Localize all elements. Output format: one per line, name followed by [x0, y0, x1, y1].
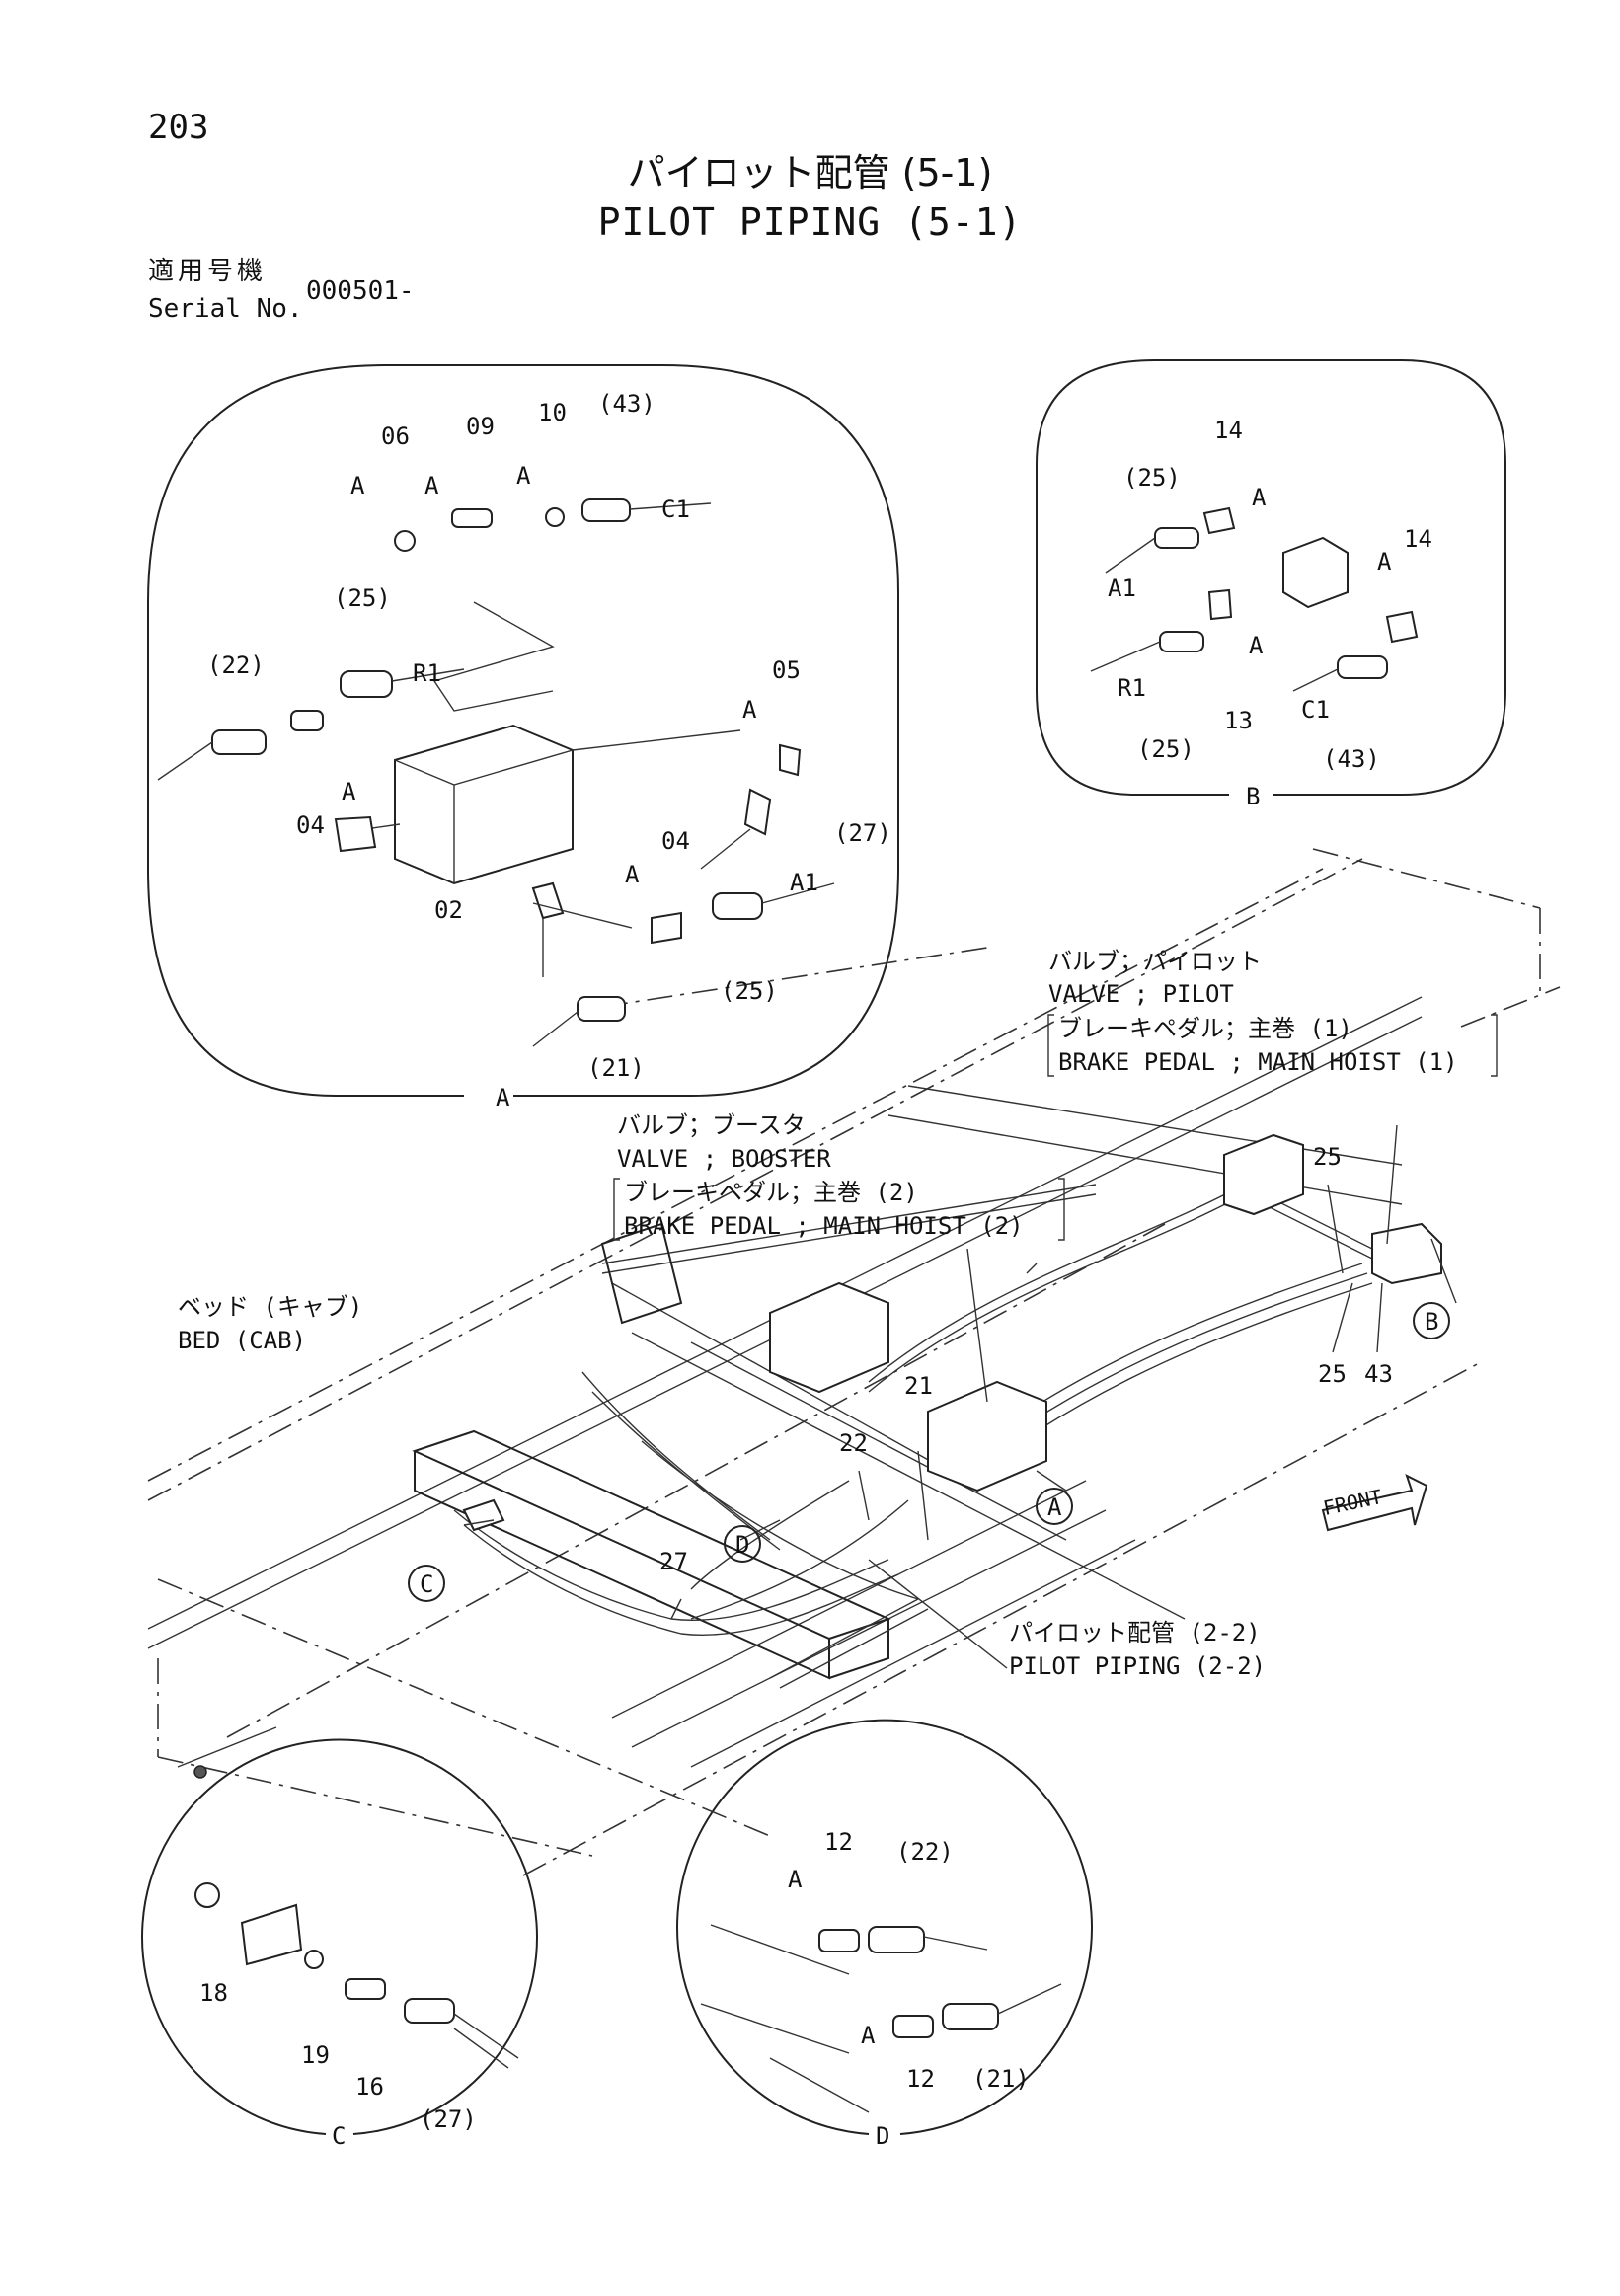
callout-b-a2: A: [1377, 548, 1392, 575]
detail-d-parts: [700, 1924, 1062, 2113]
detail-a-label: A: [496, 1084, 510, 1111]
callout-c-27: (27): [420, 2105, 477, 2133]
part-number-43: 43: [1364, 1360, 1393, 1388]
callout-a-09: 09: [466, 413, 495, 440]
callout-d-21: (21): [972, 2065, 1030, 2093]
brake-pedal-2-label-jp: ブレーキペダル；主巻 (2): [624, 1179, 918, 1206]
detail-c-parts: [194, 1882, 519, 2069]
callout-a-43: (43): [598, 390, 656, 418]
callout-d-12-top: 12: [824, 1828, 853, 1856]
callout-a-22: (22): [207, 651, 265, 679]
bed-label-jp: ベッド (キャブ): [178, 1293, 363, 1321]
bed-frame: [147, 848, 1561, 1876]
callout-c-19: 19: [301, 2041, 330, 2069]
callout-a-21: (21): [587, 1054, 645, 1082]
callout-a-27: (27): [834, 819, 891, 847]
serial-number-value: 000501-: [306, 276, 415, 306]
callout-b-43: (43): [1323, 745, 1380, 773]
callout-a-25-top: (25): [334, 584, 391, 612]
part-number-25-lower: 25: [1318, 1360, 1347, 1388]
callout-a-a1-label: A1: [790, 869, 818, 896]
valve-booster-label-jp: バルブ；ブースタ: [617, 1111, 806, 1139]
detail-d-frame: [676, 1719, 1093, 2135]
callout-b-25-bottom: (25): [1137, 735, 1195, 763]
bed-label-en: BED (CAB): [178, 1327, 307, 1354]
callout-b-c1: C1: [1301, 696, 1330, 724]
brake-pedal-1-label-en: BRAKE PEDAL ; MAIN HOIST (1): [1058, 1048, 1458, 1076]
serial-label-english: Serial No.: [148, 294, 303, 324]
callout-a-06: 06: [381, 422, 410, 450]
callout-d-22: (22): [896, 1838, 954, 1866]
callout-b-14-right: 14: [1404, 525, 1432, 553]
valve-pilot-label-jp: バルブ；パイロット: [1048, 948, 1262, 975]
callout-d-a1: A: [788, 1866, 803, 1893]
callout-b-r1: R1: [1118, 674, 1146, 702]
callout-a-r1: R1: [413, 659, 441, 687]
leader-lines: [463, 1124, 1457, 1669]
callout-a-25-bottom: (25): [721, 977, 778, 1005]
callout-a-10: 10: [538, 399, 567, 426]
part-number-22: 22: [839, 1429, 868, 1457]
circle-ref-b: B: [1425, 1308, 1439, 1336]
callout-a-02: 02: [434, 896, 463, 924]
page-title-english: PILOT PIPING (5-1): [597, 200, 1023, 244]
callout-d-12-bottom: 12: [906, 2065, 935, 2093]
callout-circle-a: [1036, 1488, 1073, 1525]
callout-a-a5: A: [342, 778, 356, 805]
detail-d-label: D: [876, 2122, 890, 2150]
cross-beam: [412, 1222, 891, 1680]
part-number-27: 27: [659, 1548, 688, 1575]
callout-circle-d: [724, 1525, 761, 1563]
detail-b-label: B: [1246, 783, 1261, 810]
detail-a-parts: [157, 498, 835, 1047]
detail-c-label: C: [332, 2122, 347, 2150]
part-number-21: 21: [904, 1372, 933, 1400]
callout-b-13: 13: [1224, 707, 1253, 734]
hose-bundle: [177, 1184, 1403, 1768]
callout-b-a3: A: [1249, 632, 1264, 659]
serial-label-japanese: 適用号機: [148, 257, 268, 286]
callout-circles: [408, 1302, 1450, 1602]
front-arrow: [1321, 1474, 1428, 1532]
valve-booster-label-en: VALVE ; BOOSTER: [617, 1145, 831, 1173]
pilot-piping-ref-en: PILOT PIPING (2-2): [1009, 1652, 1267, 1680]
callout-a-04-right: 04: [661, 827, 690, 855]
detail-c-frame: [141, 1738, 538, 2135]
callout-b-14-top: 14: [1214, 417, 1243, 444]
callout-a-04-left: 04: [296, 811, 325, 839]
callout-a-a6: A: [625, 861, 640, 888]
booster-valve-blocks: [193, 1133, 1442, 1779]
callout-c-16: 16: [355, 2073, 384, 2101]
circle-ref-a: A: [1047, 1493, 1062, 1521]
brake-pedal-2-label-en: BRAKE PEDAL ; MAIN HOIST (2): [624, 1212, 1024, 1240]
detail-b-frame: [1036, 359, 1506, 796]
callout-a-a2: A: [424, 472, 439, 499]
callout-circle-c: [408, 1565, 445, 1602]
callout-b-a1: A: [1252, 484, 1267, 511]
callout-a-c1: C1: [661, 496, 690, 523]
part-number-25-upper: 25: [1313, 1143, 1342, 1171]
callout-a-a3: A: [516, 462, 531, 490]
callout-b-a1-label: A1: [1108, 574, 1136, 602]
callout-a-a4: A: [742, 696, 757, 724]
callout-circle-b: [1413, 1302, 1450, 1339]
brake-pedal-1-label-jp: ブレーキペダル；主巻 (1): [1058, 1015, 1352, 1042]
detail-b-parts: [1090, 506, 1419, 692]
pilot-piping-ref-jp: パイロット配管 (2-2): [1009, 1619, 1261, 1646]
callout-a-a1: A: [350, 472, 365, 499]
callout-b-25-top: (25): [1123, 464, 1181, 492]
detail-a-frame: [147, 364, 899, 1097]
callout-c-18: 18: [199, 1979, 228, 2007]
callout-d-a2: A: [861, 2022, 876, 2049]
callout-a-05: 05: [772, 656, 801, 684]
page-title-japanese: パイロット配管 (5-1): [627, 151, 993, 194]
circle-ref-c: C: [420, 1570, 434, 1598]
page-number: 203: [148, 108, 209, 147]
circle-ref-d: D: [735, 1531, 750, 1559]
valve-pilot-label-en: VALVE ; PILOT: [1048, 980, 1234, 1008]
